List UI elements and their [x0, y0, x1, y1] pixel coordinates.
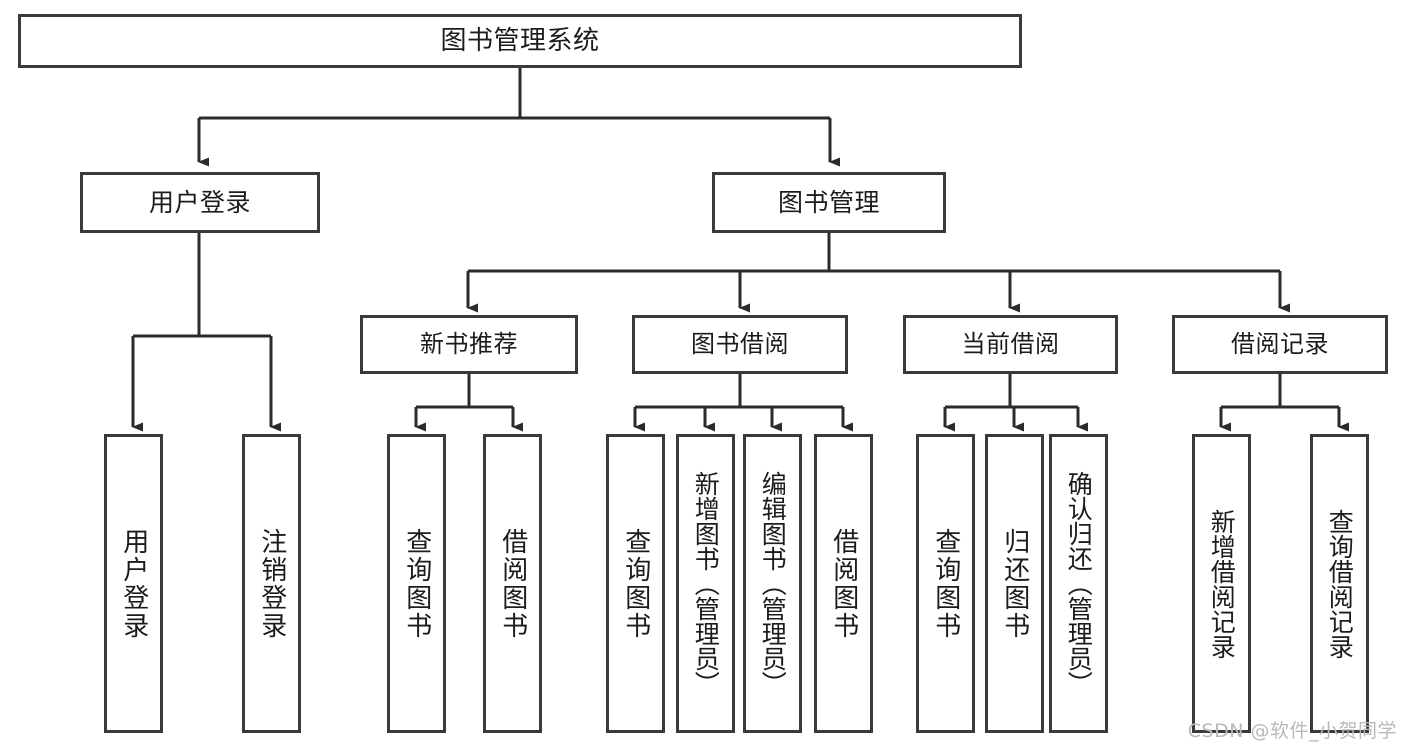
- node-borrow-record[interactable]: 借阅记录: [1172, 315, 1388, 374]
- node-label: 用户登录: [118, 527, 149, 640]
- node-label: 归还图书: [999, 527, 1030, 640]
- node-current-borrow[interactable]: 当前借阅: [903, 315, 1118, 374]
- node-label: 借阅记录: [1231, 330, 1329, 359]
- node-label: 新书推荐: [420, 330, 518, 359]
- node-label: 查询借阅记录: [1325, 508, 1355, 659]
- node-label: 确认归还（管理员）: [1064, 471, 1094, 696]
- node-label: 查询图书: [401, 527, 432, 640]
- leaf-query-book-recommend[interactable]: 查询图书: [387, 434, 446, 733]
- node-label: 查询图书: [620, 527, 651, 640]
- leaf-confirm-return-admin[interactable]: 确认归还（管理员）: [1049, 434, 1108, 733]
- leaf-return-book[interactable]: 归还图书: [985, 434, 1044, 733]
- node-label: 查询图书: [930, 527, 961, 640]
- leaf-edit-book-admin[interactable]: 编辑图书（管理员）: [743, 434, 802, 733]
- node-root-system[interactable]: 图书管理系统: [18, 14, 1022, 68]
- node-label: 借阅图书: [828, 527, 859, 640]
- node-label: 图书借阅: [691, 330, 789, 359]
- node-label: 图书管理系统: [440, 25, 600, 56]
- node-book-borrow[interactable]: 图书借阅: [632, 315, 848, 374]
- leaf-query-book-current[interactable]: 查询图书: [916, 434, 975, 733]
- node-new-book-recommend[interactable]: 新书推荐: [360, 315, 578, 374]
- leaf-logout-login[interactable]: 注销登录: [242, 434, 301, 733]
- node-label: 新增图书（管理员）: [691, 471, 721, 696]
- node-label: 新增借阅记录: [1207, 508, 1237, 659]
- node-label: 用户登录: [148, 187, 251, 217]
- node-user-login[interactable]: 用户登录: [80, 172, 320, 233]
- leaf-borrow-book-recommend[interactable]: 借阅图书: [483, 434, 542, 733]
- node-label: 当前借阅: [961, 330, 1060, 359]
- node-label: 编辑图书（管理员）: [758, 471, 788, 696]
- leaf-borrow-book[interactable]: 借阅图书: [814, 434, 873, 733]
- node-label: 借阅图书: [497, 527, 528, 640]
- leaf-query-borrow-record[interactable]: 查询借阅记录: [1310, 434, 1369, 733]
- leaf-add-book-admin[interactable]: 新增图书（管理员）: [676, 434, 735, 733]
- leaf-query-book-borrow[interactable]: 查询图书: [606, 434, 665, 733]
- node-label: 注销登录: [256, 527, 287, 640]
- leaf-user-login[interactable]: 用户登录: [104, 434, 163, 733]
- leaf-add-borrow-record[interactable]: 新增借阅记录: [1192, 434, 1251, 733]
- node-book-management[interactable]: 图书管理: [712, 172, 946, 233]
- watermark-text: CSDN @软件_小贺同学: [1187, 720, 1397, 742]
- node-label: 图书管理: [777, 187, 880, 217]
